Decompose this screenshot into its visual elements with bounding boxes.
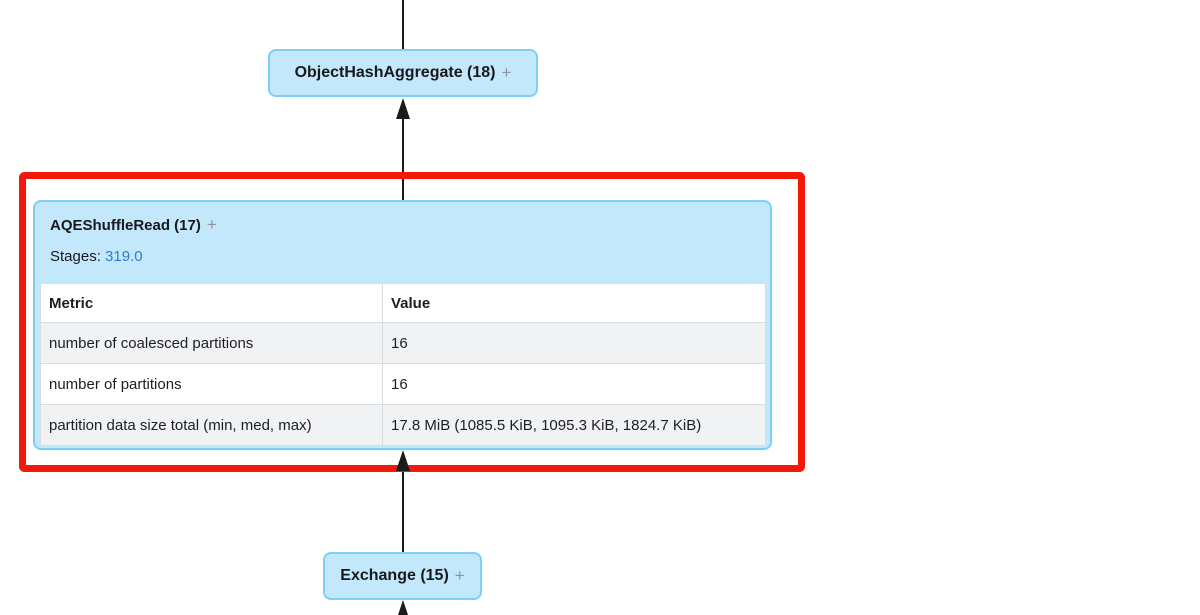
column-header-value: Value bbox=[382, 283, 766, 323]
arrow-up-icon bbox=[396, 98, 410, 119]
node-object-hash-aggregate[interactable]: ObjectHashAggregate (18) + bbox=[268, 49, 538, 97]
metric-name-cell: partition data size total (min, med, max… bbox=[40, 404, 383, 446]
node-exchange[interactable]: Exchange (15) + bbox=[323, 552, 482, 600]
metrics-table: Metric Value number of coalesced partiti… bbox=[40, 283, 766, 446]
metric-value-cell: 16 bbox=[382, 363, 766, 405]
node-label: Exchange (15) bbox=[340, 567, 449, 584]
expand-plus-icon[interactable]: + bbox=[454, 566, 465, 585]
metric-value-cell: 17.8 MiB (1085.5 KiB, 1095.3 KiB, 1824.7… bbox=[382, 404, 766, 446]
arrow-up-icon bbox=[396, 450, 410, 471]
highlight-box bbox=[19, 172, 805, 472]
table-header-row: Metric Value bbox=[40, 283, 766, 323]
column-header-metric: Metric bbox=[40, 283, 383, 323]
metric-value-cell: 16 bbox=[382, 322, 766, 364]
arrow-up-icon bbox=[398, 600, 408, 615]
metric-name-cell: number of coalesced partitions bbox=[40, 322, 383, 364]
stage-link[interactable]: 319.0 bbox=[105, 248, 143, 265]
node-label: ObjectHashAggregate (18) bbox=[294, 64, 496, 81]
node-title: AQEShuffleRead (17) + bbox=[50, 215, 217, 235]
stages-label: Stages: bbox=[50, 248, 101, 265]
node-label: AQEShuffleRead (17) bbox=[50, 217, 201, 234]
node-aqe-shuffle-read[interactable]: AQEShuffleRead (17) + Stages: 319.0 Metr… bbox=[33, 200, 772, 450]
metric-name-cell: number of partitions bbox=[40, 363, 383, 405]
table-row: partition data size total (min, med, max… bbox=[40, 404, 766, 446]
expand-plus-icon[interactable]: + bbox=[501, 63, 512, 82]
stages-row: Stages: 319.0 bbox=[50, 248, 143, 265]
table-row: number of partitions 16 bbox=[40, 363, 766, 405]
expand-plus-icon[interactable]: + bbox=[206, 215, 217, 234]
table-row: number of coalesced partitions 16 bbox=[40, 322, 766, 364]
